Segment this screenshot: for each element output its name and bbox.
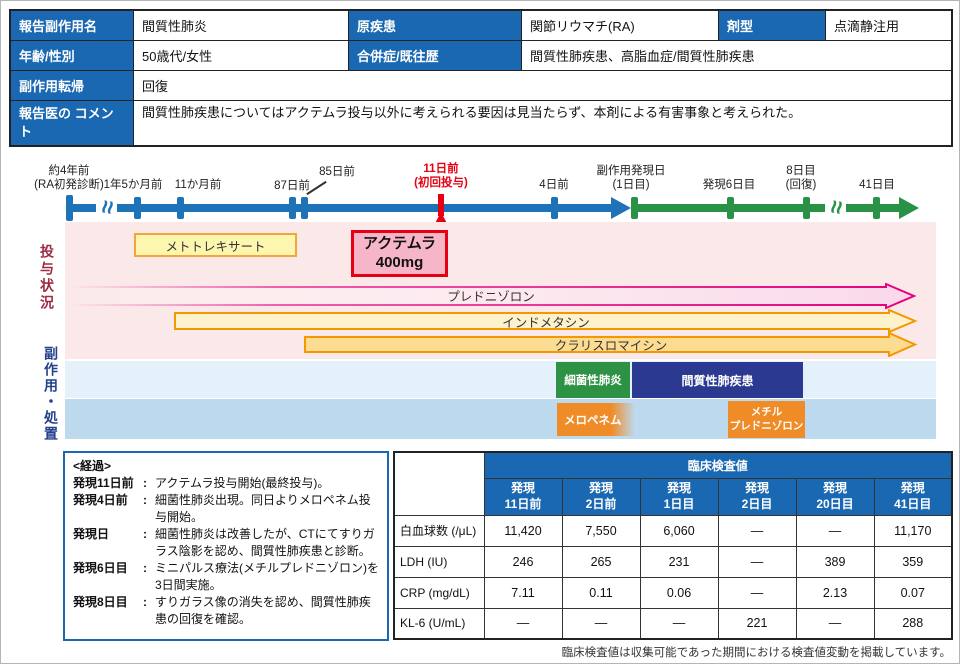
course-entry: 発現8日目:すりガラス像の消失を認め、間質性肺疾患の回復を確認。 xyxy=(73,595,371,627)
lab-row-kl6: KL-6 (U/mL) ― ― ― 221 ― 288 xyxy=(393,607,953,640)
events-section-label: 副作用・処置 xyxy=(43,346,59,442)
summary-label-doctor-comment: 報告医の コメント xyxy=(11,101,133,145)
summary-value-adr: 間質性肺炎 xyxy=(134,11,348,40)
timeline-tick xyxy=(289,197,296,219)
actemra-box: アクテムラ 400mg xyxy=(351,230,448,277)
timeline-tick xyxy=(301,197,308,219)
course-box: <経過> 発現11日前:アクテムラ投与開始(最終投与)。 発現4日前:細菌性肺炎… xyxy=(63,451,389,641)
course-entry: 発現4日前:細菌性肺炎出現。同日よりメロペネム投与開始。 xyxy=(73,493,371,525)
timeline-label-onset-day: 副作用発現日(1日目) xyxy=(596,165,666,191)
summary-label-adr: 報告副作用名 xyxy=(11,11,133,40)
timeline-label-4years: 約4年前(RA初発診断) xyxy=(34,165,104,191)
doctor-comment-label-line2: コメント xyxy=(19,106,114,139)
meropenem-box: メロペネム xyxy=(557,403,635,436)
summary-label-age-sex: 年齢/性別 xyxy=(11,41,133,70)
timeline-tick xyxy=(727,197,734,219)
bacterial-pneumonia-box: 細菌性肺炎 xyxy=(556,362,630,398)
dosing-section-label: 投与状況 xyxy=(39,244,55,312)
summary-label-outcome: 副作用転帰 xyxy=(11,71,133,100)
axis-break-icon: ≈ xyxy=(93,193,121,221)
timeline-label-11d-first-dose: 11日前(初回投与) xyxy=(414,163,468,189)
actemra-dose: 400mg xyxy=(375,253,424,271)
actemra-name: アクテムラ xyxy=(362,234,437,252)
summary-value-doctor-comment: 間質性肺疾患についてはアクテムラ投与以外に考えられる要因は見当たらず、本剤による… xyxy=(134,101,951,145)
timeline-green-segment xyxy=(635,204,901,212)
lab-footnote: 臨床検査値は収集可能であった期間における検査値変動を掲載しています。 xyxy=(561,647,951,659)
timeline-label-day8-recovery: 8日目(回復) xyxy=(785,165,817,191)
timeline-label-11m: 11か月前 xyxy=(174,179,222,191)
treatment-band xyxy=(65,399,936,439)
summary-label-primary-disease: 原疾患 xyxy=(349,11,521,40)
lab-table-title: 臨床検査値 xyxy=(483,451,953,479)
prednisolone-bar xyxy=(66,283,917,309)
timeline-tick xyxy=(803,197,810,219)
actemra-arrow-shaft xyxy=(438,194,444,216)
summary-value-age-sex: 50歳代/女性 xyxy=(134,41,348,70)
summary-label-formulation: 剤型 xyxy=(719,11,825,40)
methylprednisolone-box: メチル プレドニゾロン xyxy=(728,401,805,438)
timeline-label-4d: 4日前 xyxy=(539,179,569,191)
summary-table: 報告副作用名 間質性肺炎 原疾患 関節リウマチ(RA) 剤型 点滴静注用 年齢/… xyxy=(9,9,953,147)
prednisolone-label: プレドニゾロン xyxy=(447,290,535,304)
timeline-tick xyxy=(631,197,638,219)
methylprednisolone-line1: メチル xyxy=(750,405,783,418)
lab-row-ldh: LDH (IU) 246 265 231 ― 389 359 xyxy=(393,545,953,578)
summary-value-outcome: 回復 xyxy=(134,71,951,100)
timeline-blue-segment xyxy=(67,204,613,212)
timeline-label-day6: 発現6日目 xyxy=(702,179,756,191)
timeline-tick xyxy=(873,197,880,219)
lab-table-corner-cell xyxy=(393,451,485,516)
course-entry: 発現6日目:ミニパルス療法(メチルプレドニゾロン)を3日間実施。 xyxy=(73,561,379,593)
methotrexate-box: メトトレキサート xyxy=(134,233,297,257)
clarithromycin-label: クラリスロマイシン xyxy=(554,339,668,353)
course-entry: 発現11日前:アクテムラ投与開始(最終投与)。 xyxy=(73,476,330,491)
course-title: <経過> xyxy=(73,459,112,473)
summary-value-complications: 間質性肺疾患、高脂血症/間質性肺疾患 xyxy=(522,41,951,70)
timeline-tick xyxy=(66,195,73,221)
methylprednisolone-line2: プレドニゾロン xyxy=(729,419,804,432)
blue-arrowhead-icon xyxy=(611,197,631,219)
timeline-label-85d: 85日前 xyxy=(319,166,355,178)
lab-row-crp: CRP (mg/dL) 7.11 0.11 0.06 ― 2.13 0.07 xyxy=(393,576,953,609)
timeline-tick xyxy=(134,197,141,219)
course-entry: 発現日:細菌性肺炎は改善したが、CTにてすりガラス陰影を認め、間質性肺疾患と診断… xyxy=(73,527,375,559)
summary-value-formulation: 点滴静注用 xyxy=(826,11,951,40)
green-arrowhead-icon xyxy=(899,197,919,219)
adverse-event-band xyxy=(65,361,936,398)
summary-value-primary-disease: 関節リウマチ(RA) xyxy=(522,11,718,40)
summary-label-complications: 合併症/既往歴 xyxy=(349,41,521,70)
timeline-label-87d: 87日前 xyxy=(274,180,310,192)
clarithromycin-bar xyxy=(304,332,918,357)
timeline-label-day41: 41日目 xyxy=(859,179,895,191)
doctor-comment-label-line1: 報告医の xyxy=(19,106,72,121)
indomethacin-label: インドメタシン xyxy=(502,316,590,330)
timeline-label-1y5m: 1年5か月前 xyxy=(103,179,163,191)
axis-break-icon: ≈ xyxy=(822,193,850,221)
timeline-tick xyxy=(177,197,184,219)
lab-row-wbc: 白血球数 (/μL) 11,420 7,550 6,060 ― ― 11,170 xyxy=(393,514,953,547)
indomethacin-bar xyxy=(174,309,918,333)
timeline-tick xyxy=(551,197,558,219)
interstitial-lung-disease-box: 間質性肺疾患 xyxy=(632,362,803,398)
